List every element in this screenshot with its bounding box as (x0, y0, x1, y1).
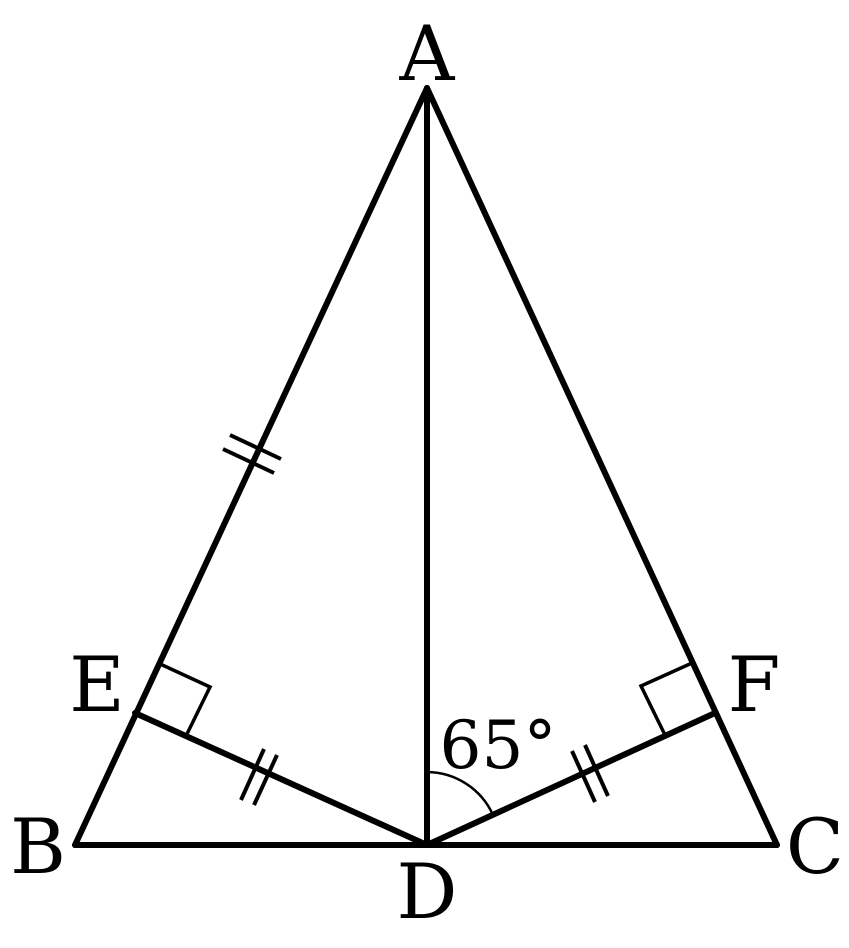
angle-label-65: 65° (440, 707, 557, 784)
right-angle-mark-e (157, 661, 213, 737)
segment-ac (424, 85, 780, 848)
equal-tick-marks-df (570, 744, 610, 803)
equal-tick-marks-ae (222, 433, 282, 475)
point-label-f: F (728, 640, 781, 729)
point-label-b: B (10, 802, 66, 891)
point-label-a: A (399, 9, 456, 98)
segment-df (424, 710, 718, 848)
segment-ab (72, 85, 430, 848)
segment-de (132, 710, 430, 848)
equal-tick-marks-de (239, 748, 279, 806)
point-label-e: E (69, 640, 124, 729)
point-label-d: D (397, 847, 458, 936)
angle-arc-adf (426, 770, 495, 816)
right-angle-mark-f (638, 661, 693, 736)
point-label-c: C (786, 802, 844, 891)
